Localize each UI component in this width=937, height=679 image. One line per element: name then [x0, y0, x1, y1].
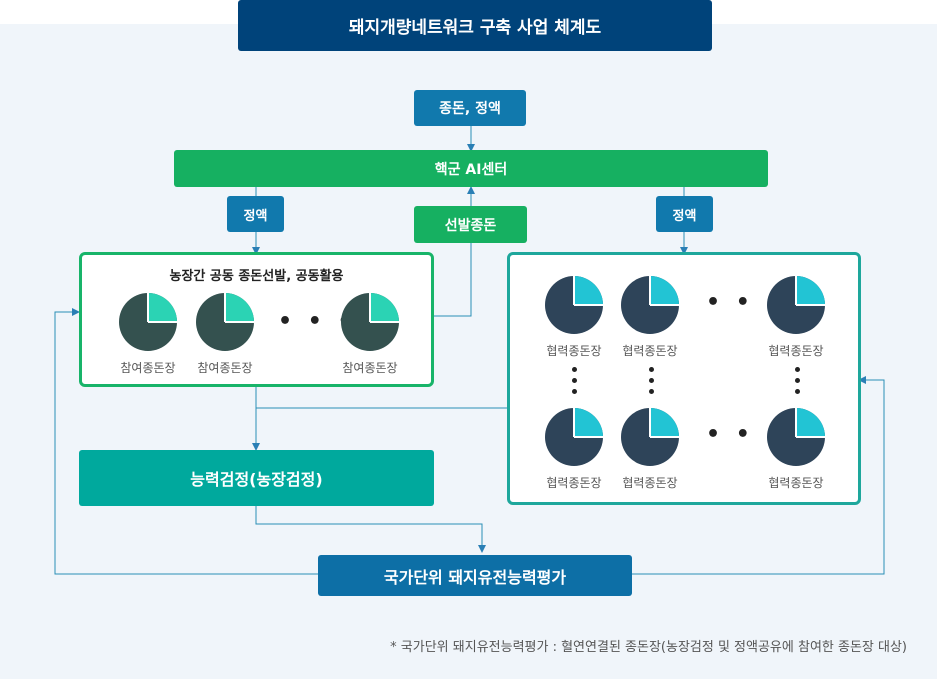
- source-box: 종돈, 정액: [414, 90, 526, 126]
- farm-label: 참여종돈장: [120, 361, 176, 375]
- farm-label: 협력종돈장: [768, 476, 824, 490]
- pie-icon: [545, 276, 603, 334]
- pie-icon: [767, 276, 825, 334]
- participant-farm-3: 참여종돈장: [330, 291, 410, 376]
- pie-icon: [341, 293, 399, 351]
- farm-label: 협력종돈장: [546, 476, 602, 490]
- ellipsis: • • •: [278, 309, 356, 334]
- cooperating-farm-3: 협력종돈장: [756, 274, 836, 359]
- right-panel: 협력종돈장 협력종돈장 • • • 협력종돈장 협력종돈장: [507, 252, 861, 505]
- pie-icon: [196, 293, 254, 351]
- left-panel-title: 농장간 공동 종돈선발, 공동활용: [169, 269, 344, 284]
- pie-icon: [767, 408, 825, 466]
- cooperating-farm-6: 협력종돈장: [756, 406, 836, 491]
- farm-label: 참여종돈장: [342, 361, 398, 375]
- selected-box: 선발종돈: [414, 206, 527, 243]
- footnote: * 국가단위 돼지유전능력평가 : 혈연연결된 종돈장(농장검정 및 정액공유에…: [390, 640, 907, 655]
- participant-farm-1: 참여종돈장: [108, 291, 188, 376]
- cooperating-farm-2: 협력종돈장: [610, 274, 690, 359]
- national-evaluation-box: 국가단위 돼지유전능력평가: [318, 555, 632, 596]
- left-panel: 농장간 공동 종돈선발, 공동활용 참여종돈장 참여종돈장 • • • 참여종돈…: [79, 252, 434, 387]
- right-semen-box: 정액: [656, 196, 713, 232]
- ability-test-box: 능력검정(농장검정): [79, 450, 434, 506]
- pie-icon: [621, 408, 679, 466]
- farm-label: 참여종돈장: [197, 361, 253, 375]
- vertical-ellipsis: [795, 367, 801, 400]
- cooperating-farm-4: 협력종돈장: [534, 406, 614, 491]
- pie-icon: [119, 293, 177, 351]
- pie-icon: [545, 408, 603, 466]
- diagram-title: 돼지개량네트워크 구축 사업 체계도: [238, 0, 712, 51]
- farm-label: 협력종돈장: [768, 344, 824, 358]
- participant-farm-2: 참여종돈장: [185, 291, 265, 376]
- vertical-ellipsis: [649, 367, 655, 400]
- pie-icon: [621, 276, 679, 334]
- center-box: 핵군 AI센터: [174, 150, 768, 187]
- farm-label: 협력종돈장: [622, 344, 678, 358]
- farm-label: 협력종돈장: [546, 344, 602, 358]
- left-semen-box: 정액: [227, 196, 284, 232]
- vertical-ellipsis: [572, 367, 578, 400]
- cooperating-farm-5: 협력종돈장: [610, 406, 690, 491]
- farm-label: 협력종돈장: [622, 476, 678, 490]
- cooperating-farm-1: 협력종돈장: [534, 274, 614, 359]
